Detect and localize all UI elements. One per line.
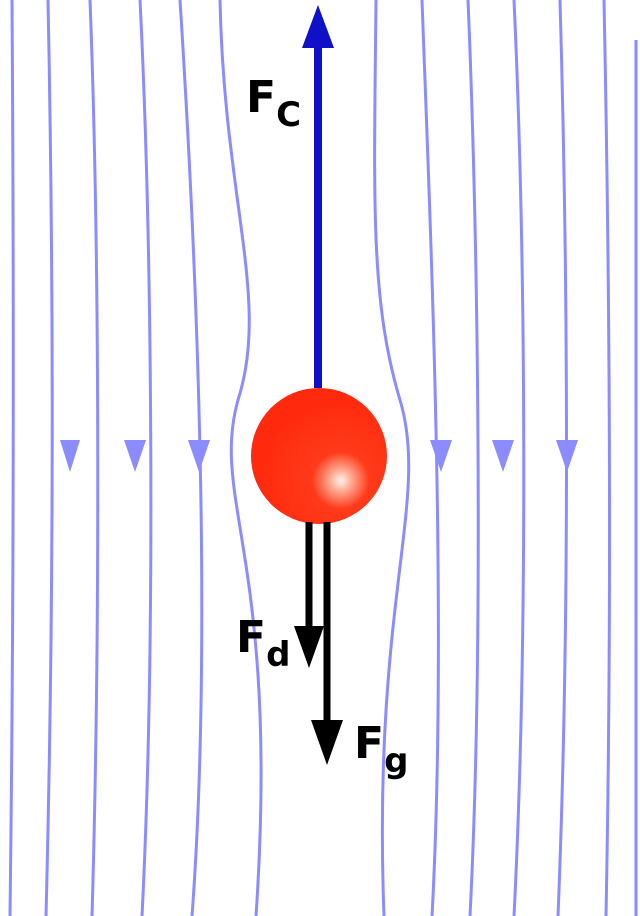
streamline [44,0,54,916]
streamline [420,0,440,916]
gravity-force-label: Fg [354,718,408,781]
streamline [218,0,263,916]
sphere [251,388,387,524]
streamline [178,0,204,916]
flow-arrowhead-icon [492,440,514,472]
streamline [602,0,612,916]
drag-force-subscript: d [266,635,290,675]
buoyancy-force-label: FC [246,72,301,135]
sphere-body [251,388,387,524]
gravity-force-symbol: F [354,718,384,769]
flow-direction-arrows [60,440,578,472]
flow-arrowhead-icon [430,440,452,472]
drag-arrowhead-icon [294,626,324,668]
streamline [512,0,526,916]
flow-arrowhead-icon [60,440,80,472]
buoyancy-force-symbol: F [246,72,276,123]
drag-force-label: Fd [236,612,290,675]
buoyancy-force-subscript: C [276,95,301,135]
gravity-force-subscript: g [384,741,408,781]
gravity-force-arrow [311,522,343,765]
streamline [8,0,15,916]
flow-arrowhead-icon [124,440,146,472]
drag-force-symbol: F [236,612,266,663]
buoyancy-arrowhead-icon [302,5,334,48]
streamline [466,0,480,916]
streamline [634,39,639,916]
streamlines [8,0,639,916]
flow-arrowhead-icon [188,440,210,472]
streamline [88,0,100,916]
buoyancy-force-arrow [302,5,334,388]
drag-force-arrow [294,522,324,668]
streamline [373,0,411,916]
streamline [138,0,153,916]
gravity-arrowhead-icon [311,720,343,765]
flow-arrowhead-icon [556,440,578,472]
